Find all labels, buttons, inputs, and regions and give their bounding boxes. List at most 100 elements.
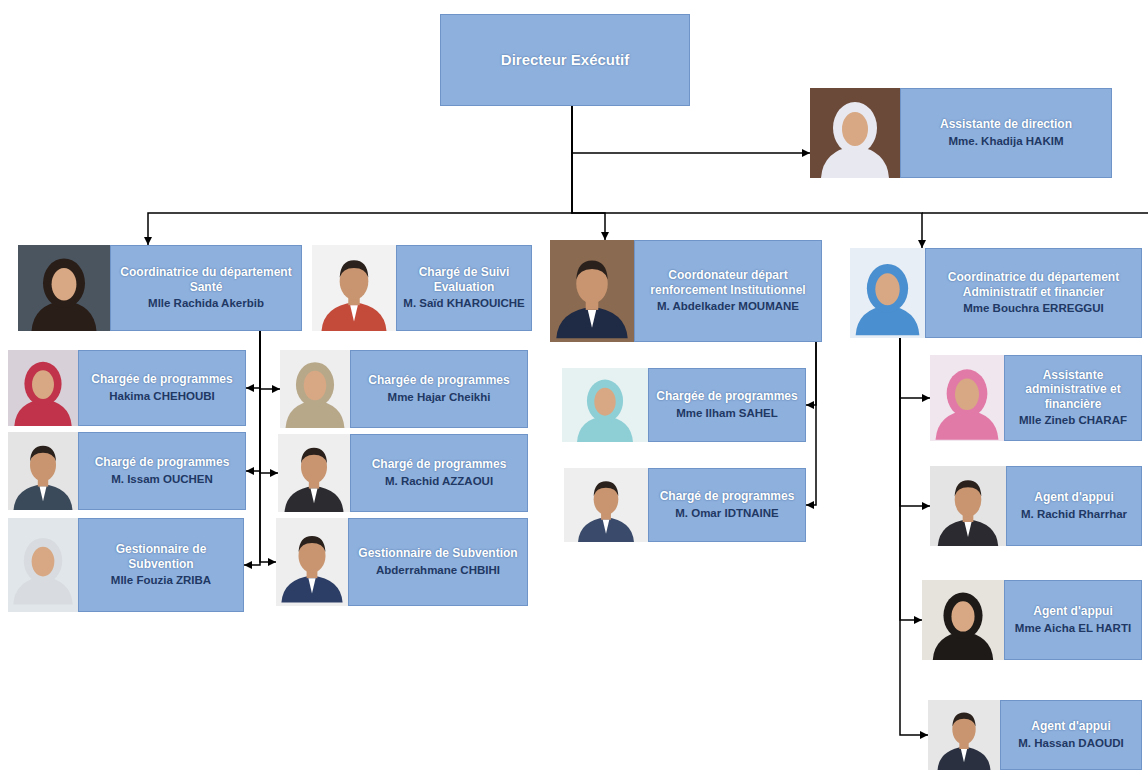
role-title: Assistante de direction	[940, 117, 1072, 131]
role-title: Gestionnaire de Subvention	[358, 546, 517, 560]
connector	[572, 106, 605, 240]
photo	[280, 350, 350, 428]
connector	[148, 106, 572, 245]
photo	[312, 245, 396, 331]
role-title: Coordinatrice du département Santé	[117, 265, 295, 294]
box-panel: Chargé de programmesM. Omar IDTNAINE	[648, 468, 806, 542]
box-panel: Agent d'appui M. Hassan DAOUDI	[1000, 700, 1142, 770]
connector	[572, 106, 922, 248]
role-title: Agent d'appui	[1034, 490, 1114, 504]
staff-card: Agent d'appui M. Hassan DAOUDI	[928, 700, 1142, 770]
photo	[8, 350, 78, 426]
staff-card: Chargé de programmes M. Rachid AZZAOUI	[278, 434, 528, 512]
role-title: Coordinatrice du département Administrat…	[932, 270, 1135, 299]
person-name: Mlle Rachida Akerbib	[148, 297, 264, 311]
bus-line	[922, 212, 1148, 214]
photo	[276, 518, 348, 606]
staff-card: Coordinatrice du département Administrat…	[850, 248, 1142, 338]
staff-card: Chargé de Suivi EvaluationM. Saïd KHAROU…	[312, 245, 532, 331]
staff-card: Chargée de programmesMme Hajar Cheikhi	[280, 350, 528, 428]
box-panel: Chargée de programmesMme Hajar Cheikhi	[350, 350, 528, 428]
box-panel: Chargé de Suivi EvaluationM. Saïd KHAROU…	[396, 245, 532, 331]
staff-card: Chargé de programmesM. Omar IDTNAINE	[564, 468, 806, 542]
photo	[550, 240, 634, 342]
role-title: Directeur Exécutif	[501, 51, 629, 69]
director-box: Directeur Exécutif	[440, 14, 690, 106]
role-title: Agent d'appui	[1031, 719, 1111, 733]
person-name: Mme Hajar Cheikhi	[388, 391, 491, 405]
connector	[246, 331, 260, 388]
photo	[564, 468, 648, 542]
photo	[850, 248, 925, 338]
person-name: Mme Bouchra ERREGGUI	[963, 302, 1104, 316]
box-panel: Directeur Exécutif	[440, 14, 690, 106]
role-title: Chargée de programmes	[368, 373, 509, 387]
person-name: M. Abdelkader MOUMANE	[657, 300, 799, 314]
staff-card: Assistante administrative et financièreM…	[930, 355, 1142, 441]
connector	[900, 338, 928, 735]
role-title: Agent d'appui	[1033, 604, 1113, 618]
connector	[806, 342, 816, 505]
photo	[278, 434, 350, 512]
staff-card: Coordinatrice du département SantéMlle R…	[18, 245, 302, 331]
connector	[900, 338, 930, 506]
connector	[806, 342, 816, 405]
photo	[930, 355, 1004, 441]
box-panel: Gestionnaire de SubventionMlle Fouzia ZR…	[78, 518, 244, 612]
box-panel: Gestionnaire de SubventionAbderrahmane C…	[348, 518, 528, 606]
role-title: Chargé de programmes	[372, 457, 507, 471]
photo	[8, 518, 78, 612]
photo	[18, 245, 110, 331]
photo	[562, 368, 648, 442]
staff-card: Gestionnaire de SubventionMlle Fouzia ZR…	[8, 518, 244, 612]
box-panel: Chargé de programmes M. Issam OUCHEN	[78, 432, 246, 510]
connector	[260, 331, 276, 562]
photo	[810, 88, 900, 178]
box-panel: Coordinatrice du département Administrat…	[925, 248, 1142, 338]
person-name: Mme Ilham SAHEL	[676, 407, 778, 421]
box-panel: Chargée de programmesHakima CHEHOUBI	[78, 350, 246, 426]
person-name: M. Issam OUCHEN	[111, 473, 213, 487]
person-name: M. Rachid AZZAOUI	[385, 475, 493, 489]
person-name: Hakima CHEHOUBI	[109, 390, 214, 404]
photo	[8, 432, 78, 510]
box-panel: Coordinatrice du département SantéMlle R…	[110, 245, 302, 331]
person-name: Mlle Fouzia ZRIBA	[111, 574, 211, 588]
box-panel: Assistante de directionMme. Khadija HAKI…	[900, 88, 1112, 178]
staff-card: Assistante de directionMme. Khadija HAKI…	[810, 88, 1112, 178]
role-title: Chargée de programmes	[91, 372, 232, 386]
box-panel: Chargée de programmesMme Ilham SAHEL	[648, 368, 806, 442]
connector	[572, 106, 810, 153]
role-title: Chargé de programmes	[660, 489, 795, 503]
staff-card: Chargée de programmesMme Ilham SAHEL	[562, 368, 806, 442]
role-title: Assistante administrative et financière	[1011, 368, 1135, 411]
box-panel: Agent d'appui M. Rachid Rharrhar	[1006, 466, 1142, 546]
photo	[930, 466, 1006, 546]
connector	[900, 338, 922, 620]
photo	[928, 700, 1000, 770]
staff-card: Chargé de programmes M. Issam OUCHEN	[8, 432, 246, 510]
person-name: M. Rachid Rharrhar	[1021, 508, 1127, 522]
person-name: Abderrahmane CHBIHI	[376, 564, 500, 578]
role-title: Chargé de programmes	[95, 455, 230, 469]
role-title: Chargée de programmes	[656, 389, 797, 403]
connector	[246, 331, 260, 471]
person-name: M. Hassan DAOUDI	[1018, 737, 1123, 751]
box-panel: Coordonateur départ renforcement Institu…	[634, 240, 822, 342]
connector	[244, 331, 260, 565]
box-panel: Assistante administrative et financièreM…	[1004, 355, 1142, 441]
staff-card: Agent d'appuiMme Aicha EL HARTI	[922, 580, 1142, 660]
connector	[900, 338, 930, 398]
connector	[260, 331, 280, 389]
person-name: M. Saïd KHAROUICHE	[403, 297, 524, 311]
person-name: Mlle Zineb CHARAF	[1019, 414, 1127, 428]
person-name: Mme Aicha EL HARTI	[1015, 622, 1131, 636]
staff-card: Chargée de programmesHakima CHEHOUBI	[8, 350, 246, 426]
photo	[922, 580, 1004, 660]
staff-card: Gestionnaire de SubventionAbderrahmane C…	[276, 518, 528, 606]
role-title: Gestionnaire de Subvention	[85, 542, 237, 571]
box-panel: Agent d'appuiMme Aicha EL HARTI	[1004, 580, 1142, 660]
role-title: Coordonateur départ renforcement Institu…	[641, 268, 815, 297]
